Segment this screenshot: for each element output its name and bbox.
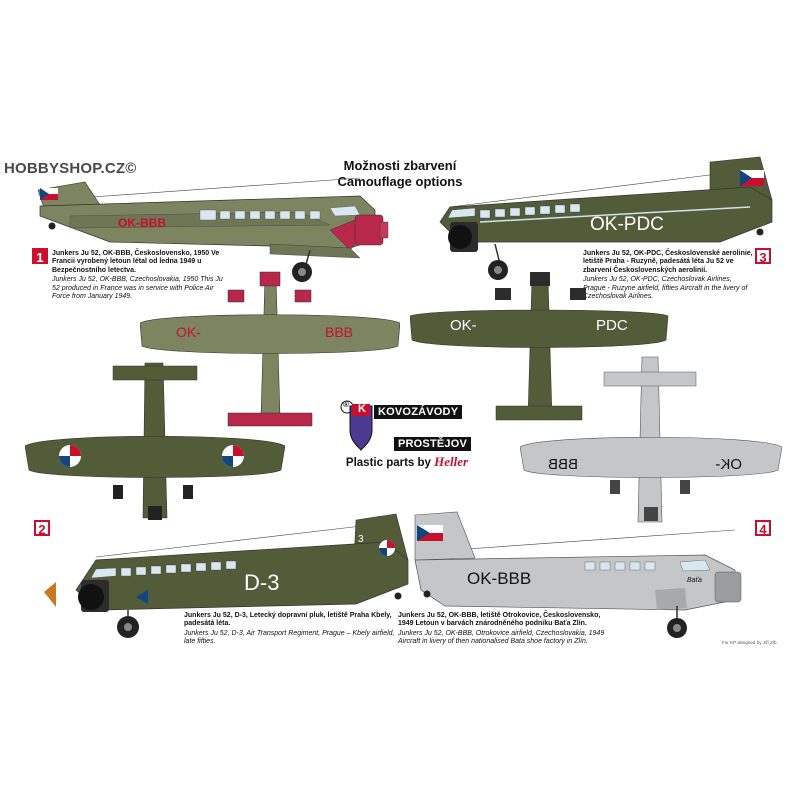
aircraft-3-wing-right: PDC <box>596 317 628 334</box>
plastic-parts-line: Plastic parts by Heller <box>332 454 482 470</box>
aircraft-3-registration: OK-PDC <box>590 214 664 235</box>
aircraft-4-nose-text: Baťa <box>687 577 702 584</box>
aircraft-1-wing-right: BBB <box>325 324 353 340</box>
aircraft-2-fin-number: 3 <box>358 534 364 545</box>
aircraft-2-top-view <box>25 362 285 520</box>
aircraft-2-registration: D-3 <box>244 570 279 595</box>
aircraft-4-wing-left: BBB <box>548 456 578 473</box>
caption-4-czech: Junkers Ju 52, OK-BBB, letiště Otrokovic… <box>398 612 601 628</box>
kp-shield-logo <box>340 400 373 452</box>
logo-letter-k: K <box>358 403 366 415</box>
caption-option-2: Junkers Ju 52, D-3, Letecký dopravní plu… <box>184 612 396 647</box>
aircraft-4-wing-right: OK- <box>715 456 742 473</box>
aircraft-4-registration: OK-BBB <box>467 569 531 588</box>
caption-option-1: Junkers Ju 52, OK-BBB, Československo, 1… <box>52 250 224 301</box>
heller-logo: Heller <box>434 454 469 469</box>
aircraft-3-side-view: OK-PDC <box>439 156 773 280</box>
aircraft-4-bottom-view: BBB OK- <box>520 356 782 523</box>
caption-3-english: Junkers Ju 52, OK-PDC, Czechoslovak Airl… <box>583 276 748 301</box>
aircraft-3-wing-left: OK- <box>450 317 477 334</box>
caption-2-czech: Junkers Ju 52, D-3, Letecký dopravní plu… <box>184 612 392 628</box>
aircraft-3-top-view: OK- PDC <box>410 272 669 421</box>
caption-option-3: Junkers Ju 52, OK-PDC, Československé ae… <box>583 250 753 301</box>
designer-credit: For KP designed by Jiří Zíb <box>722 640 777 645</box>
aircraft-1-side-view: OK-BBB <box>37 177 389 282</box>
caption-3-czech: Junkers Ju 52, OK-PDC, Československé ae… <box>583 250 753 274</box>
aircraft-2-side-view: 3 D-3 <box>44 513 409 638</box>
aircraft-1-wing-left: OK- <box>176 324 201 340</box>
caption-4-english: Junkers Ju 52, OK-BBB, Otrokovice airfie… <box>398 629 605 646</box>
plastic-parts-text: Plastic parts by <box>345 457 431 469</box>
kovozavody-logo: ® K KOVOZÁVODY PROSTĚJOV <box>340 400 472 470</box>
caption-1-czech: Junkers Ju 52, OK-BBB, Československo, 1… <box>52 250 220 274</box>
watermark: HOBBYSHOP.CZ© <box>4 160 137 177</box>
aircraft-4-side-view: OK-BBB Baťa <box>414 511 742 638</box>
caption-option-4: Junkers Ju 52, OK-BBB, letiště Otrokovic… <box>398 612 613 647</box>
option-number-4: 4 <box>755 520 771 537</box>
title-czech: Možnosti zbarvení <box>343 158 457 173</box>
option-number-3: 3 <box>755 248 771 265</box>
aircraft-1-registration: OK-BBB <box>118 216 166 230</box>
registered-mark: ® <box>343 400 349 409</box>
brand-name-bottom: PROSTĚJOV <box>394 437 472 451</box>
title-english: Camouflage options <box>337 174 463 189</box>
page-title: Možnosti zbarvení Camouflage options <box>300 158 500 190</box>
aircraft-1-top-view: OK- BBB <box>140 271 400 427</box>
caption-1-english: Junkers Ju 52, OK-BBB, Czechoslovakia, 1… <box>52 276 223 301</box>
caption-2-english: Junkers Ju 52, D-3, Air Transport Regime… <box>184 629 395 646</box>
brand-name-top: KOVOZÁVODY <box>374 405 463 419</box>
option-number-2: 2 <box>34 520 50 537</box>
option-number-1: 1 <box>32 248 48 265</box>
